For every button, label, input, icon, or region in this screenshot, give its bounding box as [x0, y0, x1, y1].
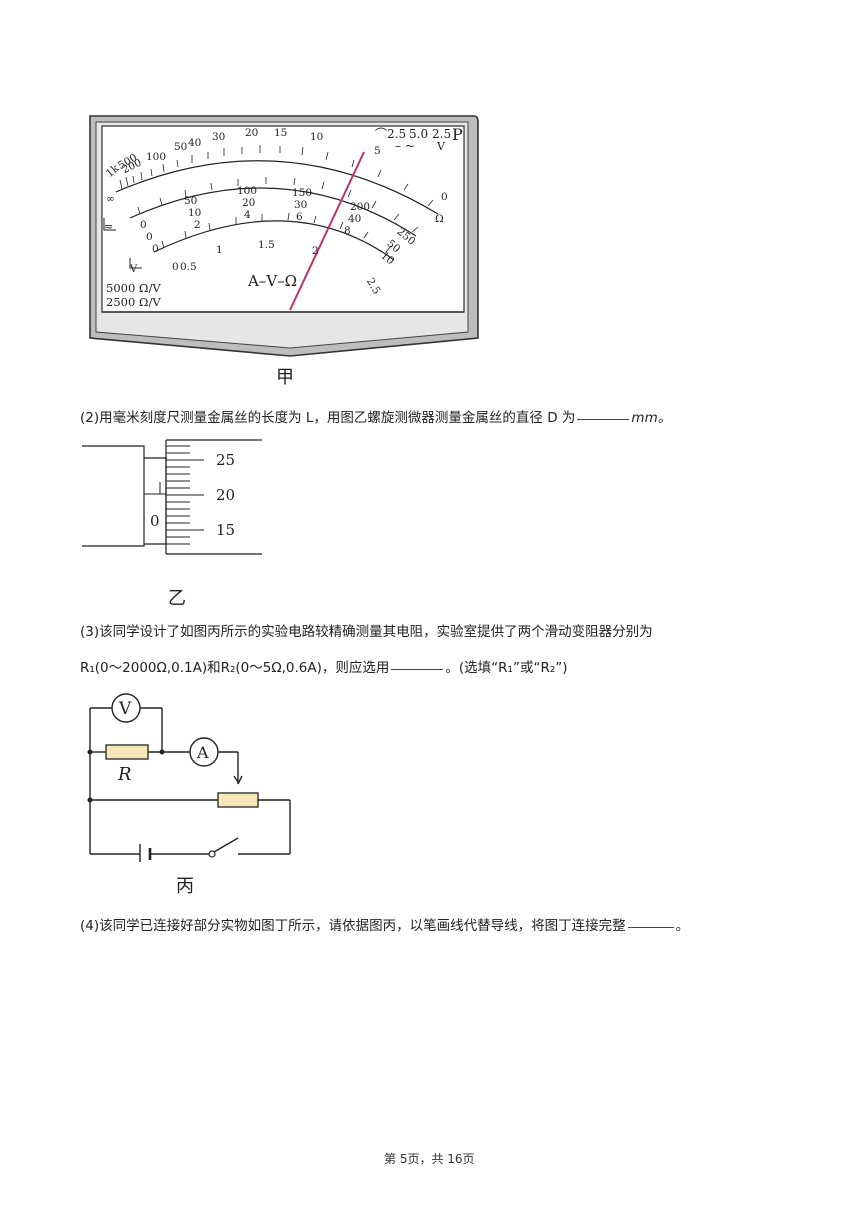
a-v-ohm-label: A–V–Ω	[247, 272, 297, 290]
question-3-options: R₁(0～2000Ω,0.1A)和R₂(0～5Ω,0.6A)，则应选用	[80, 660, 390, 676]
scale250-50: 50	[184, 195, 197, 207]
figure-c-caption: 丙	[176, 876, 194, 897]
question-4-text: (4)该同学已连接好部分实物如图丁所示，请依据图丙，以笔画线代替导线，将图丁连接…	[80, 918, 626, 934]
ohm-label-100: 100	[146, 151, 166, 163]
ohm-label-15: 15	[274, 127, 287, 139]
scale2-5-0: 0	[172, 261, 179, 273]
circuit-figure: V A R	[87, 693, 291, 862]
scale2-5-0-5: 0.5	[180, 261, 197, 273]
page-footer: 第 5页，共 16页	[384, 1152, 475, 1166]
dial-symbol-dc: ⌒	[375, 127, 387, 141]
micrometer-figure: 25 20 15 0	[82, 439, 262, 555]
question-3-hint: 。(选填“R₁”或“R₂”)	[445, 660, 568, 676]
dial-label-2-5-b: 2.5	[432, 127, 451, 141]
ohm-label-40: 40	[188, 137, 201, 149]
scale10-2: 2	[194, 219, 201, 231]
dial-label-p: P	[452, 125, 463, 144]
scale50-0: 0	[146, 231, 153, 243]
question-2: (2)用毫米刻度尺测量金属丝的长度为 L，用图乙螺旋测微器测量金属丝的直径 D …	[80, 406, 671, 426]
scale2-5-1: 1	[216, 244, 223, 256]
answer-blank-4[interactable]	[627, 926, 674, 928]
scale10-8: 8	[344, 225, 351, 237]
scale2-5-2: 2	[312, 245, 319, 257]
ohm-label-30: 30	[212, 131, 225, 143]
question-4: (4)该同学已连接好部分实物如图丁所示，请依据图丙，以笔画线代替导线，将图丁连接…	[80, 914, 689, 934]
ohm-label-50: 50	[174, 141, 187, 153]
question-2-unit: mm。	[631, 410, 672, 426]
ohm-label-10: 10	[310, 131, 323, 143]
scale250-100: 100	[237, 185, 257, 197]
question-4-end: 。	[675, 918, 690, 934]
thimble-label-15: 15	[216, 521, 235, 539]
dial-label-5-0: 5.0	[409, 127, 428, 141]
question-3-line-2: R₁(0～2000Ω,0.1A)和R₂(0～5Ω,0.6A)，则应选用 。(选填“…	[80, 656, 568, 676]
ohm-label-0: 0	[441, 191, 448, 203]
scale2-5-1-5: 1.5	[258, 239, 275, 251]
thimble-label-25: 25	[216, 451, 235, 469]
scale250-200: 200	[350, 201, 370, 213]
scale250-0: 0	[140, 219, 147, 231]
dial-unit-v: V	[436, 140, 446, 153]
ohm-per-volt-2500: 2500 Ω/V	[106, 295, 161, 309]
voltmeter-label: V	[118, 699, 132, 719]
dial-symbol-ac: – ~	[395, 139, 415, 153]
ohm-label-inf: ∞	[106, 193, 115, 205]
sleeve-label-0: 0	[150, 512, 160, 530]
v-ac-symbol: V	[129, 264, 138, 275]
scale10-4: 4	[244, 209, 251, 221]
scale250-150: 150	[292, 187, 312, 199]
resistor-label: R	[117, 764, 132, 785]
figure-a-caption: 甲	[276, 367, 294, 388]
scale50-20: 20	[242, 197, 255, 209]
question-2-text: (2)用毫米刻度尺测量金属丝的长度为 L，用图乙螺旋测微器测量金属丝的直径 D …	[80, 410, 576, 426]
multimeter-dial-figure: 2.5 5.0 2.5 P ⌒ – ~ V ∞ 1k 500 200 100 5…	[89, 115, 479, 357]
scale50-10: 10	[188, 207, 201, 219]
scale10-0: 0	[152, 243, 159, 255]
dc-ac-symbol: ≂	[104, 220, 113, 233]
answer-blank-2[interactable]	[577, 418, 630, 420]
ohm-label-5: 5	[374, 145, 381, 157]
question-3-line-1: (3)该同学设计了如图丙所示的实验电路较精确测量其电阻，实验室提供了两个滑动变阻…	[80, 624, 653, 640]
scale50-30: 30	[294, 199, 307, 211]
thimble-label-20: 20	[216, 486, 235, 504]
answer-blank-3[interactable]	[391, 668, 444, 670]
scale50-40: 40	[348, 213, 361, 225]
dial-label-2-5-a: 2.5	[387, 127, 406, 141]
ohm-per-volt-5000: 5000 Ω/V	[106, 281, 161, 295]
ohm-unit: Ω	[435, 213, 444, 225]
ohm-label-20: 20	[245, 127, 258, 139]
scale10-6: 6	[296, 211, 303, 223]
ammeter-label: A	[196, 743, 209, 762]
figure-b-caption: 乙	[168, 588, 186, 609]
